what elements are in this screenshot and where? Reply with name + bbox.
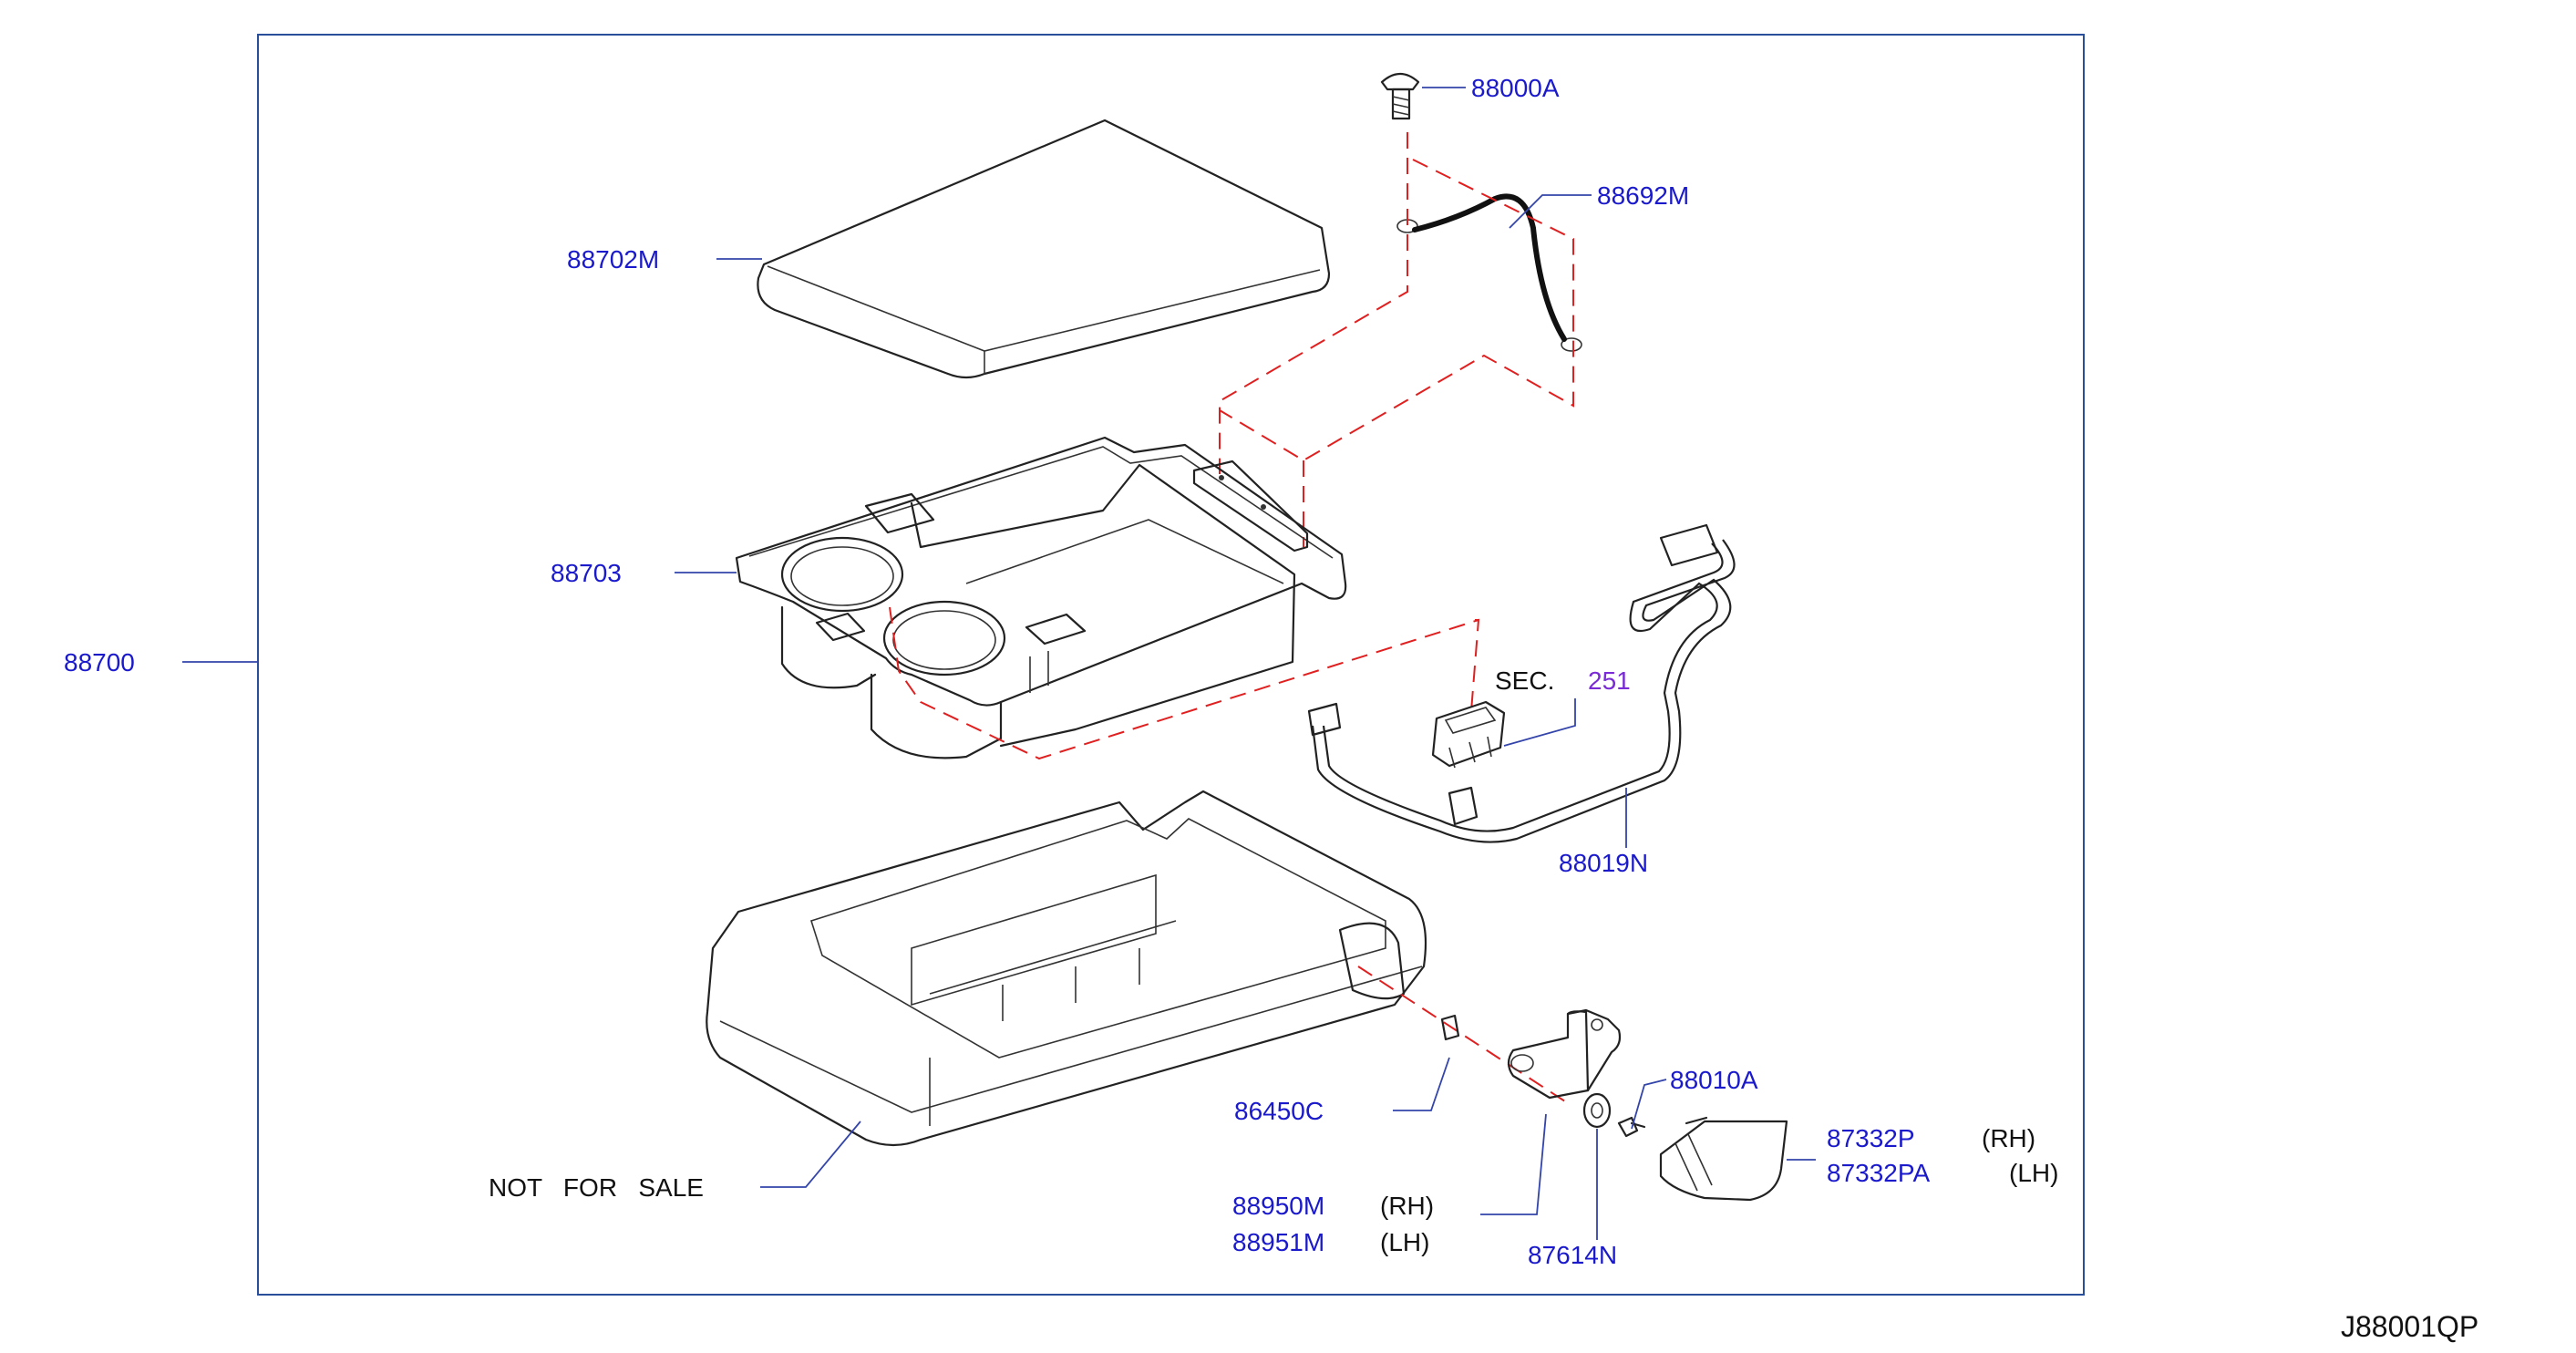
ground-wire-part — [1396, 193, 1582, 352]
label-bracket-lh: 88951M — [1232, 1228, 1324, 1256]
label-not-for-sale: NOT FOR SALE — [489, 1173, 704, 1202]
clip-part — [1440, 1014, 1460, 1041]
label-clip: 86450C — [1234, 1097, 1324, 1125]
screw-part — [1380, 72, 1420, 120]
leader-lines — [182, 87, 1816, 1240]
label-cover-lh: 87332PA — [1827, 1159, 1930, 1187]
label-console-box: 88703 — [551, 559, 622, 587]
label-cover-rh: 87332P — [1827, 1124, 1915, 1152]
label-assembly: 88700 — [64, 648, 135, 676]
label-ground-wire: 88692M — [1597, 181, 1689, 210]
label-cover-lh-side: (LH) — [2009, 1159, 2058, 1187]
diagram-reference-code: J88001QP — [2341, 1310, 2478, 1343]
label-bracket-lh-side: (LH) — [1380, 1228, 1429, 1256]
label-sec-number: 251 — [1588, 666, 1631, 695]
console-base — [706, 790, 1427, 1147]
console-switch — [1431, 700, 1506, 769]
alignment-line-lower — [1357, 966, 1569, 1104]
assembly-frame — [257, 34, 2085, 1296]
label-harness: 88019N — [1559, 849, 1648, 877]
label-screw: 88000A — [1471, 74, 1560, 102]
label-lid: 88702M — [567, 245, 659, 274]
wire-harness — [1307, 523, 1736, 843]
console-box — [735, 436, 1347, 759]
hinge-bracket — [1507, 1008, 1622, 1100]
washer-part — [1582, 1092, 1612, 1129]
hinge-cover — [1659, 1116, 1788, 1202]
label-cover-rh-side: (RH) — [1982, 1124, 2035, 1152]
armrest-lid — [757, 119, 1331, 379]
label-bracket-rh: 88950M — [1232, 1192, 1324, 1220]
alignment-lines-upper — [1219, 132, 1574, 547]
label-bracket-rh-side: (RH) — [1380, 1192, 1434, 1220]
label-washer: 87614N — [1528, 1241, 1617, 1269]
alignment-lines-middle — [889, 606, 1480, 760]
label-bolt: 88010A — [1670, 1066, 1758, 1094]
label-sec: SEC. — [1495, 666, 1554, 695]
